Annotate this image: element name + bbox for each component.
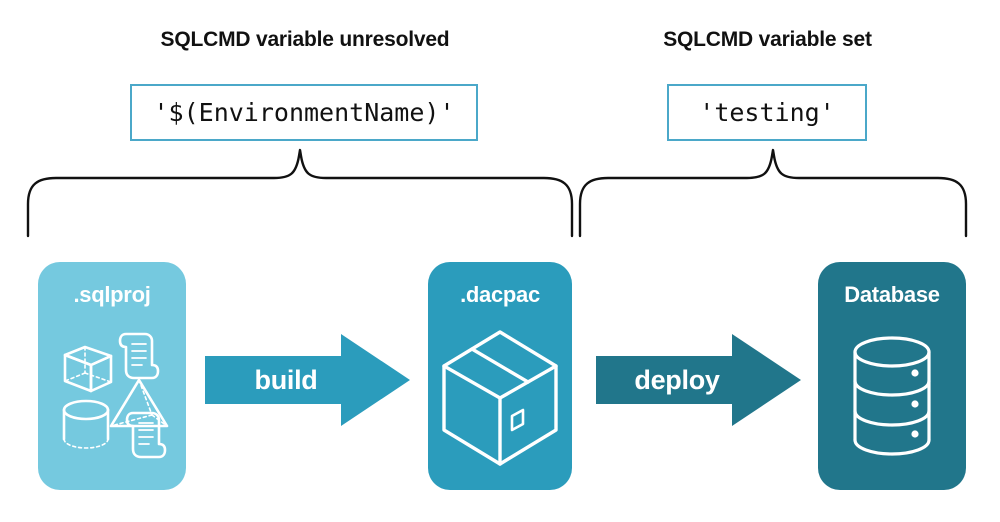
stage-label-sqlproj: .sqlproj	[73, 282, 151, 307]
stage-card-dacpac: .dacpac	[428, 262, 572, 490]
brace-left	[26, 148, 574, 238]
annotation-heading-right: SQLCMD variable set	[663, 28, 872, 51]
arrow-deploy-shape	[596, 334, 801, 426]
stage-card-database: Database	[818, 262, 966, 490]
database-cylinder-icon	[853, 336, 931, 456]
dacpac-artwork	[428, 320, 572, 475]
database-artwork	[818, 328, 966, 479]
scroll-icon-bottom	[125, 411, 167, 459]
sqlproj-artwork	[38, 318, 186, 473]
cylinder-icon	[62, 399, 110, 449]
stage-label-dacpac: .dacpac	[460, 282, 540, 307]
arrow-deploy: deploy	[596, 334, 801, 426]
package-box-icon	[442, 330, 558, 466]
stage-card-sqlproj: .sqlproj	[38, 262, 186, 490]
brace-right	[578, 148, 968, 238]
stage-label-database: Database	[844, 282, 940, 307]
scroll-icon-top	[118, 332, 160, 380]
sqlcmd-variable-value-box-right: 'testing'	[667, 84, 867, 141]
annotation-heading-left: SQLCMD variable unresolved	[160, 28, 450, 51]
cube-icon	[63, 345, 113, 393]
arrow-build: build	[205, 334, 410, 426]
sqlcmd-variable-value-box-left: '$(EnvironmentName)'	[130, 84, 478, 141]
arrow-build-shape	[205, 334, 410, 426]
